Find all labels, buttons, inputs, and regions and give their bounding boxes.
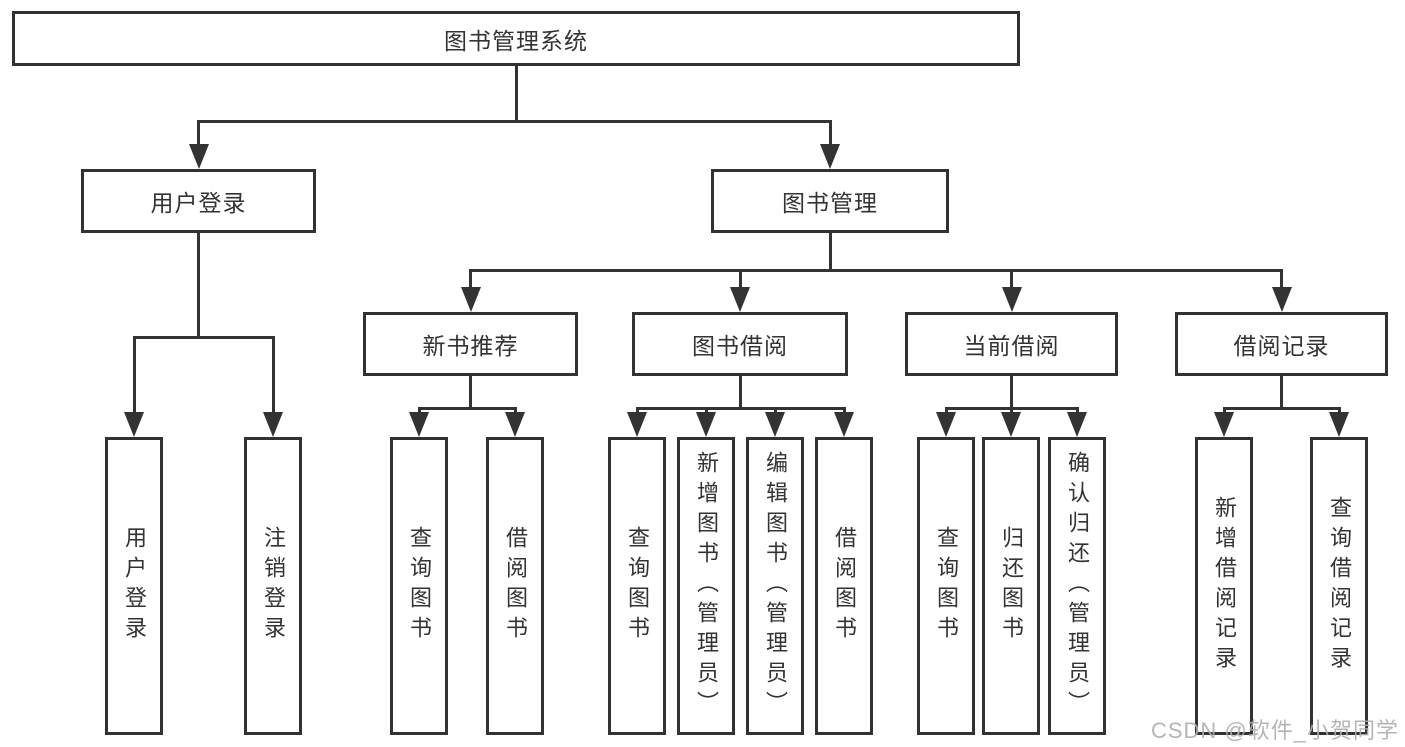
leaf-confirm-return-admin-label: 确认归还（管理员） [1065,451,1090,721]
leaf-confirm-return-admin: 确认归还（管理员） [1048,437,1106,735]
connector-vline [635,406,639,415]
leaf-add-borrow-record: 新增借阅记录 [1195,437,1253,735]
node-library-management-system-label: 图书管理系统 [444,27,588,54]
arrowhead-down-icon [124,412,144,437]
connector-vline [271,337,275,414]
node-book-management-label: 图书管理 [782,190,878,216]
connector-vline [1337,406,1341,415]
arrowhead-down-icon [263,412,283,437]
arrowhead-down-icon [188,144,209,169]
connector-vline [1010,376,1013,408]
connector-hline [132,335,275,339]
leaf-logout-login-label: 注销登录 [261,526,286,646]
arrowhead-down-icon [1001,412,1021,437]
arrowhead-down-icon [696,412,716,437]
connector-vline [738,270,742,289]
arrowhead-down-icon [1001,287,1022,312]
connector-vline [1009,406,1013,415]
arrowhead-down-icon [730,287,750,312]
leaf-add-book-admin-label: 新增图书（管理员） [694,451,719,721]
leaf-user-login: 用户登录 [105,437,163,735]
arrowhead-down-icon [1329,412,1349,437]
connector-vline [773,406,777,415]
node-book-management: 图书管理 [711,169,949,233]
connector-vline [197,233,200,337]
watermark: CSDN @软件_小贺同学 [1150,718,1399,743]
leaf-query-books-borrow-label: 查询图书 [625,526,650,646]
connector-vline [1010,270,1013,289]
connector-vline [828,233,832,270]
node-book-borrow: 图书借阅 [632,312,848,376]
leaf-query-books-recommend: 查询图书 [390,437,448,735]
arrowhead-down-icon [460,287,481,312]
connector-hline [197,120,831,123]
node-current-borrow-label: 当前借阅 [963,333,1060,359]
connector-hline [1222,406,1341,410]
connector-vline [1280,270,1283,289]
node-book-borrow-label: 图书借阅 [692,333,788,359]
leaf-query-borrow-record-label: 查询借阅记录 [1327,496,1352,676]
connector-vline [1075,406,1079,415]
connector-vline [469,270,472,289]
leaf-logout-login: 注销登录 [244,437,302,735]
connector-vline [1222,406,1226,415]
connector-vline [417,406,421,415]
connector-vline [944,406,948,415]
connector-vline [1280,376,1283,408]
node-borrow-records: 借阅记录 [1175,312,1388,376]
leaf-add-borrow-record-label: 新增借阅记录 [1212,496,1237,676]
leaf-edit-book-admin-label: 编辑图书（管理员） [763,451,788,721]
leaf-borrow-books-recommend-label: 借阅图书 [503,526,528,646]
connector-vline [842,406,846,415]
connector-vline [132,337,136,414]
leaf-user-login-label: 用户登录 [122,526,147,646]
connector-hline [417,406,517,410]
arrowhead-down-icon [1067,412,1087,437]
node-borrow-records-label: 借阅记录 [1233,333,1330,359]
connector-vline [514,66,518,120]
arrowhead-down-icon [936,412,956,437]
node-new-book-recommend: 新书推荐 [363,312,578,376]
leaf-borrow-books-label: 借阅图书 [832,526,857,646]
connector-hline [469,268,1283,272]
arrowhead-down-icon [834,412,854,437]
arrowhead-down-icon [627,412,647,437]
arrowhead-down-icon [505,412,525,437]
leaf-add-book-admin: 新增图书（管理员） [677,437,735,735]
arrowhead-down-icon [820,144,840,169]
leaf-query-books-borrow: 查询图书 [608,437,666,735]
node-library-management-system: 图书管理系统 [12,11,1020,66]
leaf-query-books-recommend-label: 查询图书 [407,526,432,646]
node-user-login-label: 用户登录 [150,190,247,216]
connector-vline [828,120,832,146]
connector-vline [738,376,742,408]
arrowhead-down-icon [1214,412,1234,437]
leaf-return-books-label: 归还图书 [999,526,1024,646]
arrowhead-down-icon [765,412,785,437]
connector-vline [513,406,517,415]
leaf-query-borrow-record: 查询借阅记录 [1310,437,1368,735]
leaf-query-books-current: 查询图书 [917,437,975,735]
leaf-borrow-books-recommend: 借阅图书 [486,437,544,735]
arrowhead-down-icon [409,412,429,437]
node-new-book-recommend-label: 新书推荐 [422,333,519,359]
leaf-borrow-books: 借阅图书 [815,437,873,735]
leaf-query-books-current-label: 查询图书 [934,526,959,646]
arrowhead-down-icon [1271,287,1292,312]
leaf-edit-book-admin: 编辑图书（管理员） [746,437,804,735]
node-current-borrow: 当前借阅 [905,312,1118,376]
connector-hline [635,406,846,410]
leaf-return-books: 归还图书 [982,437,1040,735]
connector-vline [197,120,200,146]
connector-vline [469,376,472,408]
connector-vline [704,406,708,415]
node-user-login: 用户登录 [81,169,316,233]
